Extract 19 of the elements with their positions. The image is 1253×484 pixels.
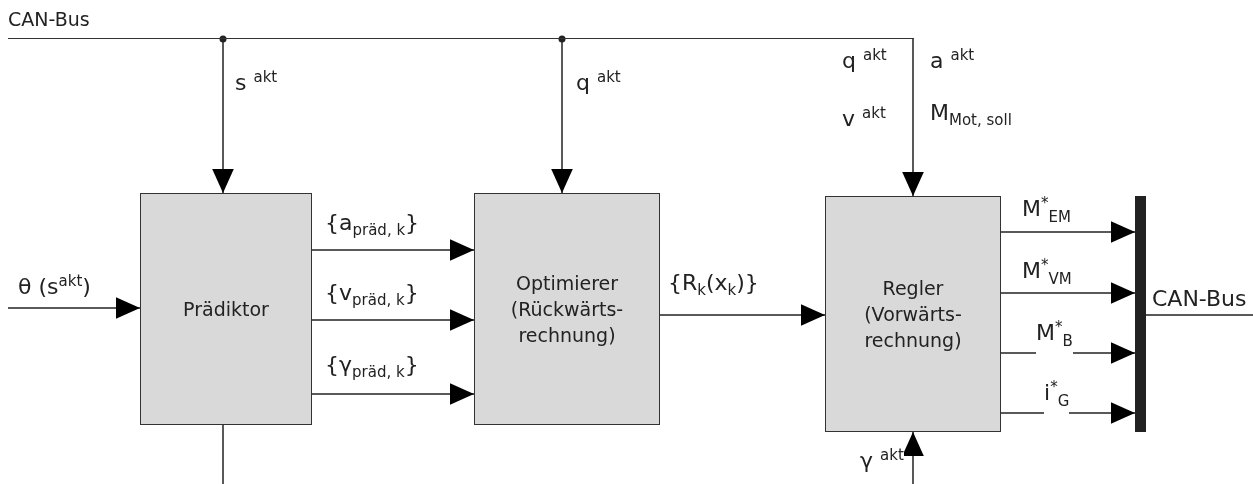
bus-bar: [1135, 196, 1146, 432]
block-label: Regler (Vorwärts- rechnung): [863, 276, 963, 353]
arrow: [659, 304, 826, 326]
arrow: [7, 297, 141, 319]
connector-line: [222, 424, 224, 484]
bus-name-label: CAN-Bus: [8, 8, 90, 30]
arrow: [902, 431, 924, 484]
block-label: Optimierer (Rückwärts- rechnung): [509, 271, 625, 348]
process-box: [474, 193, 660, 425]
arrow: [1000, 282, 1136, 304]
process-box: [140, 193, 312, 425]
connector-line: [1145, 314, 1253, 316]
arrow: [902, 38, 924, 197]
arrow: [311, 383, 475, 405]
arrow: [1000, 221, 1136, 243]
arrow: [311, 309, 475, 331]
process-box: [825, 196, 1001, 432]
block-label: Prädiktor: [182, 297, 270, 322]
arrow: [311, 239, 475, 261]
